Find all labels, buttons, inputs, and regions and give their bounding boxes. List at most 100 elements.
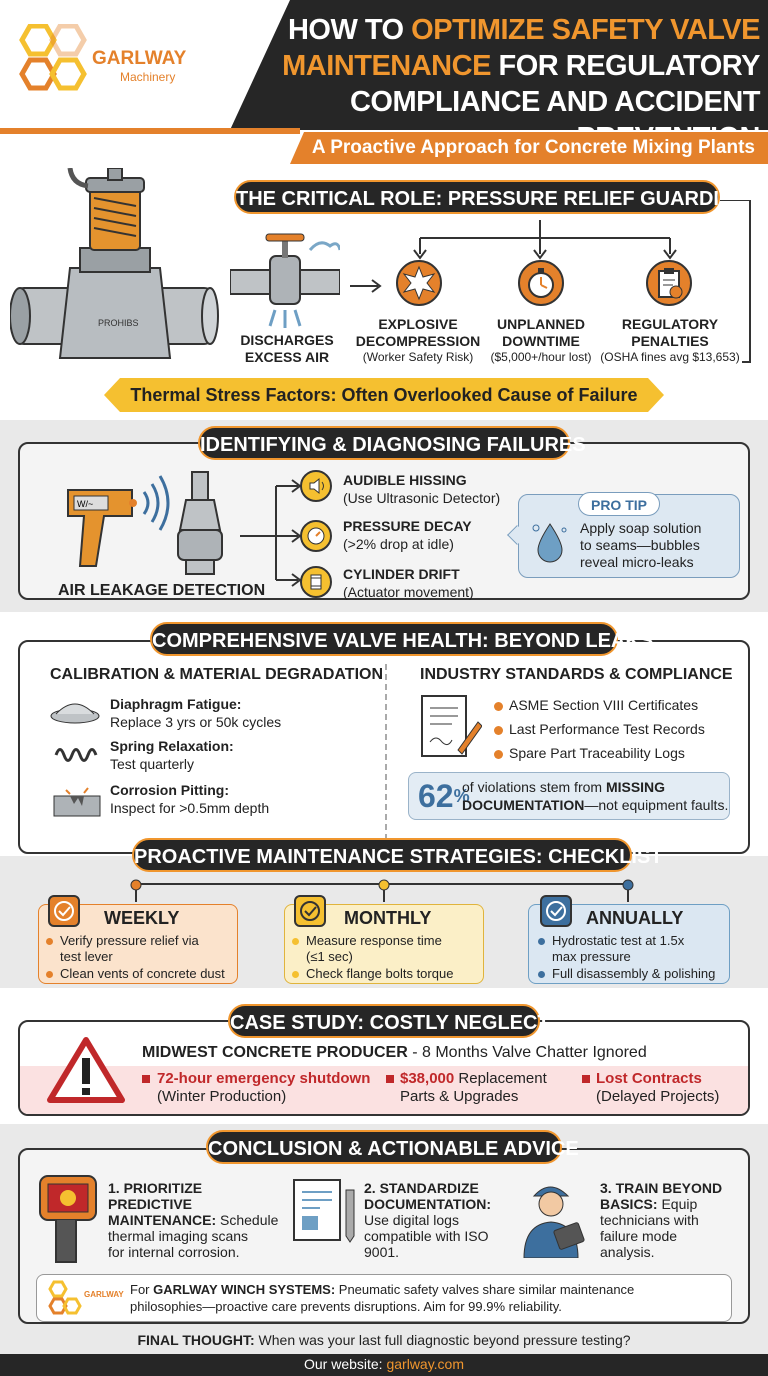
svg-text:W/~: W/~ — [77, 499, 93, 509]
footer-bar — [0, 1354, 768, 1376]
monthly-title: MONTHLY — [344, 908, 432, 928]
diaphragm-icon — [50, 703, 100, 724]
bullet-icon — [538, 971, 545, 978]
section-critical-role-heading: THE CRITICAL ROLE: PRESSURE RELIEF GUARD… — [234, 180, 761, 214]
section-checklist-heading: PROACTIVE MAINTENANCE STRATEGIES: CHECKL… — [132, 838, 663, 872]
corrosion-note: Inspect for >0.5mm depth — [110, 800, 270, 816]
air-leakage-caption: AIR LEAKAGE DETECTION — [58, 582, 266, 599]
standard-item: Last Performance Test Records — [509, 721, 705, 737]
weekly-item: Clean vents of concrete dust — [60, 966, 225, 981]
bullet-icon — [494, 750, 503, 759]
checkbox-icon — [540, 895, 572, 927]
clipboard-icon — [646, 260, 692, 306]
document-icon — [293, 1179, 355, 1243]
bullet-icon — [142, 1075, 150, 1083]
case-study-item: 72-hour emergency shutdown(Winter Produc… — [157, 1070, 371, 1105]
svg-text:PROHIBS: PROHIBS — [98, 318, 139, 328]
certificate-icon — [421, 695, 482, 757]
brand-name: GARLWAY — [92, 48, 187, 69]
advice-item-2: 2. STANDARDIZE DOCUMENTATION: Use digita… — [364, 1180, 492, 1260]
standard-item: Spare Part Traceability Logs — [509, 745, 685, 761]
warning-icon — [47, 1037, 125, 1103]
page-subtitle: A Proactive Approach for Concrete Mixing… — [311, 137, 755, 158]
weekly-title: WEEKLY — [104, 908, 180, 928]
stat-box — [408, 772, 730, 820]
stopwatch-icon — [518, 260, 564, 306]
diaphragm-note: Replace 3 yrs or 50k cycles — [110, 714, 282, 730]
header-stripe — [0, 128, 300, 134]
brand-sub: Machinery — [120, 70, 176, 84]
regulatory-penalties-note: (OSHA fines avg $13,653) — [600, 350, 740, 364]
calibration-title: CALIBRATION & MATERIAL DEGRADATION — [50, 666, 384, 683]
section-conclusion-heading: CONCLUSION & ACTIONABLE ADVICE — [206, 1130, 579, 1164]
water-drop-icon — [532, 523, 567, 563]
bullet-icon — [582, 1075, 590, 1083]
diaphragm-title: Diaphragm Fatigue: — [110, 696, 242, 712]
logo-hexagon-icon — [19, 24, 87, 91]
standard-item: ASME Section VIII Certificates — [509, 697, 699, 713]
checkbox-icon — [48, 895, 80, 927]
annually-item: Full disassembly & polishing — [552, 966, 716, 981]
header-background — [230, 0, 768, 130]
explosive-decompression-note: (Worker Safety Risk) — [362, 350, 474, 364]
section-case-study-heading: CASE STUDY: COSTLY NEGLECT — [228, 1004, 550, 1038]
thermal-camera-icon — [39, 1175, 97, 1263]
critical-role-connectors — [350, 200, 751, 363]
final-thought: FINAL THOUGHT: When was your last full d… — [137, 1332, 631, 1348]
thermal-stress-banner — [104, 378, 664, 412]
speaker-icon — [300, 470, 332, 502]
footer: Our website: garlway.com — [303, 1356, 465, 1372]
advice-item-3: 3. TRAIN BEYOND BASICS: Equip technician… — [600, 1180, 723, 1260]
audible-hissing-title: AUDIBLE HISSING — [343, 472, 467, 488]
case-study-band — [20, 1066, 748, 1114]
discharge-valve-icon — [230, 233, 340, 328]
logo-hexagon-icon — [48, 1280, 82, 1315]
bullet-icon — [46, 971, 53, 978]
checkbox-icon — [294, 895, 326, 927]
safety-valve-illustration: PROHIBS — [10, 168, 219, 359]
corrosion-icon — [53, 787, 101, 817]
annually-title: ANNUALLY — [586, 908, 684, 928]
case-study-item: Lost Contracts(Delayed Projects) — [596, 1070, 720, 1105]
spring-icon — [54, 748, 98, 762]
cylinder-drift-title: CYLINDER DRIFT — [343, 566, 460, 582]
website-link[interactable]: garlway.com — [386, 1356, 465, 1372]
garlway-note-box — [36, 1274, 732, 1322]
cylinder-icon — [300, 566, 332, 598]
note-brand-name: GARLWAY — [84, 1290, 124, 1299]
bullet-icon — [386, 1075, 394, 1083]
spring-title: Spring Relaxation: — [110, 738, 234, 754]
subtitle-bar — [290, 132, 768, 164]
bullet-icon — [538, 938, 545, 945]
explosion-icon — [396, 260, 442, 306]
section-diagnose-heading: IDENTIFYING & DIAGNOSING FAILURES — [198, 426, 586, 460]
section-valve-health-heading: COMPREHENSIVE VALVE HEALTH: BEYOND LEAKS — [150, 622, 653, 656]
cylinder-drift-note: (Actuator movement) — [343, 584, 474, 600]
gauge-icon — [300, 520, 332, 552]
garlway-note-text: For GARLWAY WINCH SYSTEMS: Pneumatic saf… — [130, 1282, 635, 1314]
thermal-detector-illustration: W/~ — [67, 471, 223, 575]
stat-text: of violations stem from MISSING DOCUMENT… — [462, 779, 729, 813]
bullet-icon — [494, 726, 503, 735]
checklist-connectors — [130, 879, 634, 902]
advice-item-1: 1. PRIORITIZE PREDICTIVE MAINTENANCE: Sc… — [108, 1180, 279, 1260]
bullet-icon — [494, 702, 503, 711]
pressure-decay-title: PRESSURE DECAY — [343, 518, 472, 534]
monthly-item: Check flange bolts torque — [306, 966, 454, 981]
audible-hissing-note: (Use Ultrasonic Detector) — [343, 490, 501, 506]
page-title: HOW TO OPTIMIZE SAFETY VALVE MAINTENANCE… — [282, 14, 760, 154]
monthly-item: Measure response time(≤1 sec) — [306, 933, 442, 964]
pro-tip-title: PRO TIP — [578, 492, 660, 516]
standards-title: INDUSTRY STANDARDS & COMPLIANCE — [420, 666, 733, 683]
spring-note: Test quarterly — [110, 756, 195, 772]
technician-icon — [523, 1186, 585, 1258]
bullet-icon — [46, 938, 53, 945]
bullet-icon — [292, 971, 299, 978]
pressure-decay-note: (>2% drop at idle) — [343, 536, 454, 552]
